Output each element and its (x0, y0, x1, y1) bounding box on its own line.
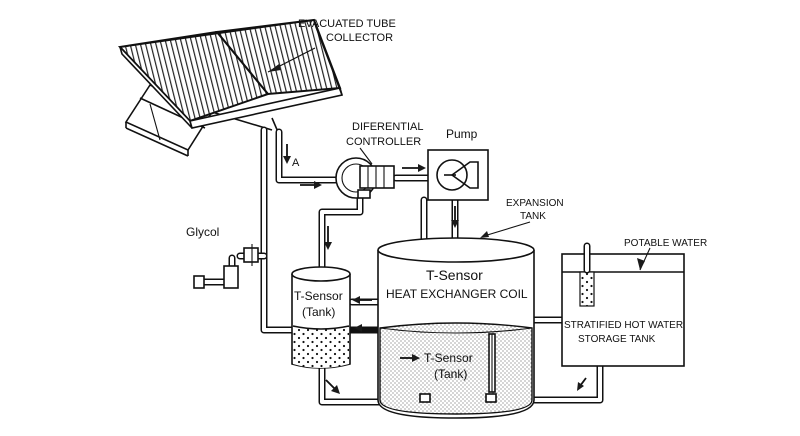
stratified-storage-tank (561, 242, 685, 367)
differential-controller (335, 147, 395, 199)
arrow-down-a (283, 144, 291, 164)
arrow-down-left-tank (324, 226, 332, 250)
glycol-label: Glycol (186, 225, 219, 239)
evacuated-tube-collector (117, 18, 344, 157)
expansion-label-line2: TANK (520, 211, 546, 222)
potable-water-label: POTABLE WATER (624, 238, 707, 249)
arrow-down-right-left (325, 379, 340, 394)
pump (427, 149, 489, 201)
collector-label-line2: COLLECTOR (326, 32, 393, 44)
arrow-a-label: A (292, 157, 300, 169)
arrow-down-right-storage (577, 377, 587, 391)
arrow-right-sensor (400, 354, 420, 362)
arrow-right-controller (300, 181, 322, 189)
tank-bottom-label: (Tank) (434, 367, 467, 381)
t-sensor-left-label: T-Sensor (294, 289, 343, 303)
left-sensor-tank (291, 266, 351, 369)
expansion-label-line1: EXPANSION (506, 198, 564, 209)
heat-exchanger-coil-label: HEAT EXCHANGER COIL (386, 287, 528, 301)
controller-label-line2: CONTROLLER (346, 136, 421, 148)
t-sensor-bottom-label: T-Sensor (424, 351, 473, 365)
storage-tank-label-line1: STRATIFIED HOT WATER (564, 320, 683, 331)
heat-exchanger-tank (377, 237, 535, 419)
arrow-right-pump (402, 164, 426, 172)
arrow-down-pump (451, 206, 459, 228)
arrow-left-lower (354, 324, 374, 332)
pump-label: Pump (446, 127, 478, 141)
controller-label-line1: DIFERENTIAL (352, 121, 424, 133)
collector-label-line1: EVACUATED TUBE (298, 18, 396, 30)
arrow-left-upper (352, 296, 372, 304)
storage-tank-label-line2: STORAGE TANK (578, 334, 656, 345)
arrow-expansion-pointer (480, 221, 531, 238)
tank-left-label: (Tank) (302, 305, 335, 319)
flow-arrows (283, 144, 587, 394)
t-sensor-main-label: T-Sensor (426, 267, 483, 283)
